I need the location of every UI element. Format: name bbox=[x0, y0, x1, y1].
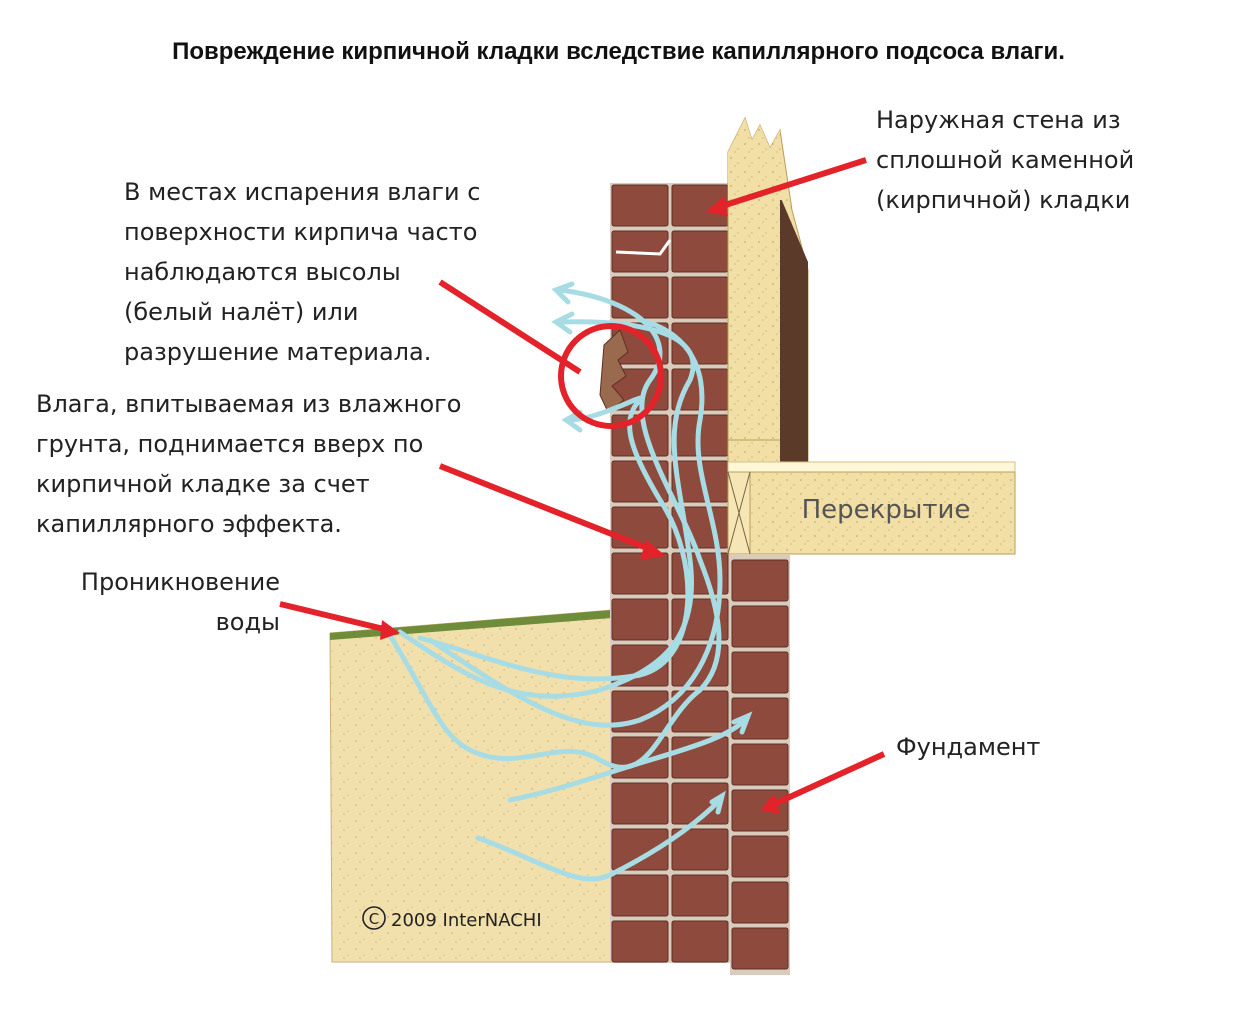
label-line: разрушение материала. bbox=[124, 332, 480, 372]
brick bbox=[732, 836, 788, 877]
floor-slab-label: Перекрытие bbox=[802, 495, 971, 525]
brick bbox=[612, 921, 668, 962]
label-capillary: Влага, впитываемая из влажного грунта, п… bbox=[36, 384, 461, 544]
copyright-text: 2009 InterNACHI bbox=[391, 910, 542, 931]
brick bbox=[612, 415, 668, 456]
label-line: Влага, впитываемая из влажного bbox=[36, 384, 461, 424]
label-line: поверхности кирпича часто bbox=[124, 212, 480, 252]
brick bbox=[612, 185, 668, 226]
label-outer-wall: Наружная стена из сплошной каменной (кир… bbox=[876, 100, 1134, 220]
brick bbox=[612, 507, 668, 548]
label-foundation: Фундамент bbox=[896, 727, 1040, 767]
red-arrow-icon bbox=[280, 604, 388, 630]
label-line: капиллярного эффекта. bbox=[36, 504, 461, 544]
label-line: (кирпичной) кладки bbox=[876, 180, 1134, 220]
label-line: воды bbox=[40, 602, 280, 642]
diagram-title: Повреждение кирпичной кладки вследствие … bbox=[0, 38, 1237, 66]
brick bbox=[612, 553, 668, 594]
foundation-bricks bbox=[730, 555, 790, 975]
label-line: сплошной каменной bbox=[876, 140, 1134, 180]
label-line: кирпичной кладке за счет bbox=[36, 464, 461, 504]
label-line: Наружная стена из bbox=[876, 100, 1134, 140]
copyright-symbol: C bbox=[369, 910, 379, 928]
brick bbox=[732, 652, 788, 693]
brick bbox=[732, 606, 788, 647]
brick bbox=[612, 277, 668, 318]
inner-wooden-wall bbox=[728, 118, 808, 462]
brick bbox=[672, 277, 728, 318]
brick bbox=[732, 560, 788, 601]
label-line: Проникновение bbox=[40, 562, 280, 602]
brick bbox=[732, 928, 788, 969]
brick bbox=[672, 875, 728, 916]
label-line: наблюдаются высолы bbox=[124, 252, 480, 292]
label-line: (белый налёт) или bbox=[124, 292, 480, 332]
brick bbox=[612, 875, 668, 916]
label-line: грунта, поднимается вверх по bbox=[36, 424, 461, 464]
brick bbox=[672, 231, 728, 272]
brick bbox=[732, 790, 788, 831]
brick bbox=[612, 599, 668, 640]
brick bbox=[732, 744, 788, 785]
label-efflorescence: В местах испарения влаги с поверхности к… bbox=[124, 172, 480, 372]
brick-wall bbox=[610, 183, 730, 963]
label-line: В местах испарения влаги с bbox=[124, 172, 480, 212]
label-water-penetration: Проникновение воды bbox=[40, 562, 280, 642]
brick bbox=[612, 783, 668, 824]
brick bbox=[732, 882, 788, 923]
brick bbox=[672, 921, 728, 962]
